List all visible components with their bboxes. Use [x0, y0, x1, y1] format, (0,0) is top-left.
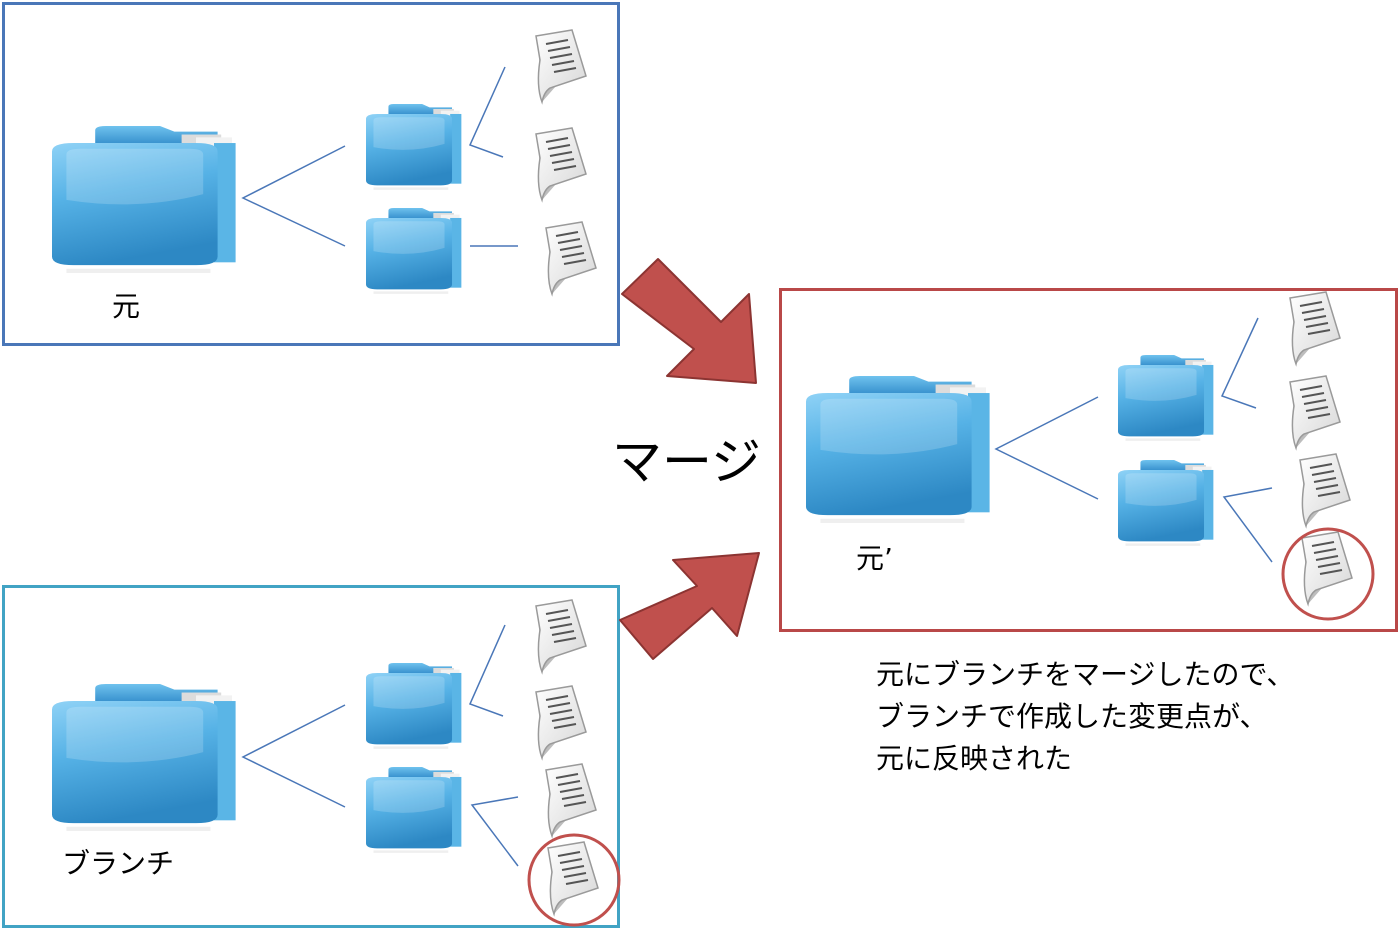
- panel-label-original: 元: [112, 290, 141, 323]
- document-icon: [1299, 453, 1351, 527]
- panel-label-branch: ブランチ: [62, 847, 175, 880]
- connector-lines: [994, 317, 1273, 563]
- folder-icon: [366, 767, 461, 852]
- caption: 元にブランチをマージしたので、 ブランチで作成した変更点が、 元に反映された: [876, 654, 1294, 780]
- document-icon: [535, 599, 587, 673]
- folder-icon: [1118, 355, 1213, 440]
- document-icon: [545, 763, 597, 837]
- caption-line: ブランチで作成した変更点が、: [876, 700, 1268, 733]
- folder-icon: [52, 126, 236, 271]
- document-icon: [1289, 291, 1341, 365]
- document-icon: [1289, 375, 1341, 449]
- connector-lines: [241, 624, 519, 867]
- folder-icon: [366, 208, 461, 293]
- caption-line: 元に反映された: [876, 742, 1073, 775]
- caption-line: 元にブランチをマージしたので、: [876, 658, 1295, 691]
- merge-arrow-up: [619, 552, 760, 660]
- folder-icon: [806, 376, 990, 521]
- document-icon: [547, 841, 599, 915]
- folder-icon: [52, 684, 236, 829]
- folder-icon: [366, 104, 461, 189]
- panel-original: [2, 2, 620, 346]
- merge-label: マージ: [612, 433, 761, 491]
- merge-arrow-down: [621, 258, 757, 384]
- panel-label-merged: 元’: [856, 542, 893, 575]
- document-icon: [535, 685, 587, 759]
- document-icon: [545, 221, 597, 295]
- panel-merged: [779, 288, 1398, 632]
- document-icon: [1301, 531, 1353, 605]
- panel-branch: [2, 585, 620, 928]
- folder-icon: [366, 663, 461, 748]
- highlight-circle: [527, 833, 621, 927]
- document-icon: [535, 29, 587, 103]
- connector-lines: [241, 66, 518, 247]
- folder-icon: [1118, 460, 1213, 545]
- document-icon: [535, 127, 587, 201]
- highlight-circle: [1281, 527, 1375, 621]
